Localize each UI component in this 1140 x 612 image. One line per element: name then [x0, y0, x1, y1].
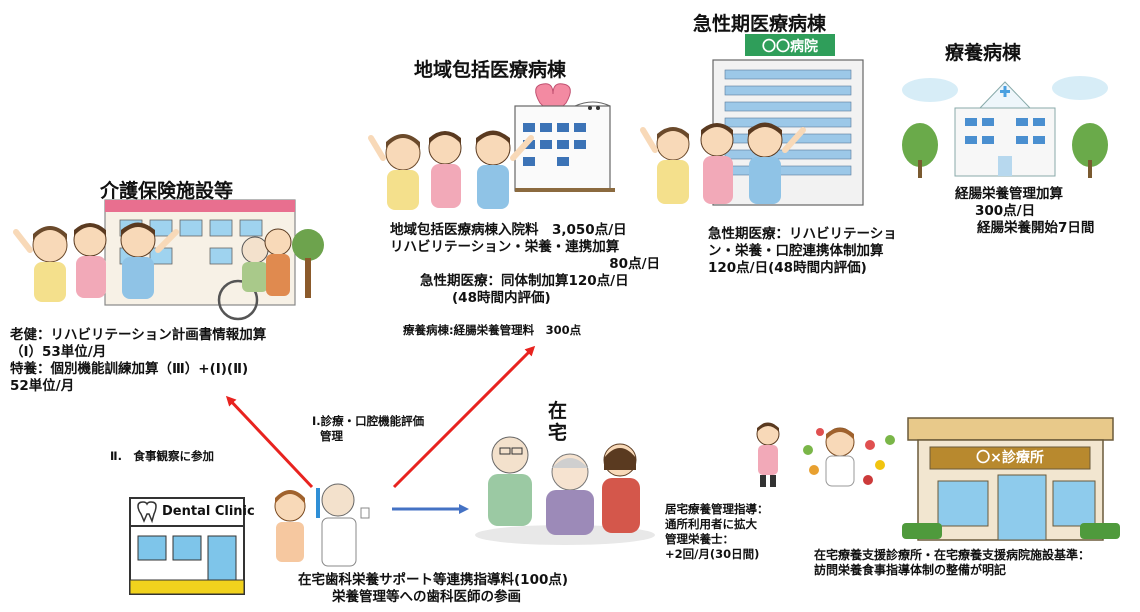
- kaigo-line-4: 52単位/月: [10, 378, 75, 394]
- arrow-to-kaigo: [225, 395, 314, 489]
- clinic-text: 在宅療養支援診療所・在宅療養支援病院施設基準： 訪問栄養食事指導体制の整備が明記: [814, 548, 1090, 578]
- kyotaku-line-1: 居宅療養管理指導：: [665, 502, 769, 516]
- chiiki-note: 療養病棟:経腸栄養管理料 300点: [403, 323, 582, 337]
- zaitaku-title: 在 宅: [548, 400, 567, 444]
- dental-staff-illustration: [258, 478, 378, 578]
- arrow-label-1: Ⅰ.診療・口腔機能評価 管理: [312, 414, 424, 444]
- kaigo-line-2: （Ⅰ）53単位/月: [10, 344, 107, 360]
- kyotaku-text: 居宅療養管理指導： 通所利用者に拡大 管理栄養士： +2回/月(30日間): [665, 502, 769, 562]
- kaigo-line-1: 老健：リハビリテーション計画書情報加算: [10, 327, 267, 343]
- dental-clinic-sign: Dental Clinic: [162, 504, 255, 519]
- chiiki-line-5: (48時間内評価): [452, 290, 551, 306]
- arrow-label-1-line-2: 管理: [320, 429, 343, 443]
- ryoyo-illustration: [890, 70, 1120, 180]
- zaitaku-title-line-1: 在: [548, 400, 568, 422]
- kaigo-illustration: [10, 190, 330, 325]
- kyusei-sign: 〇〇病院: [762, 39, 818, 55]
- clinic-line-2: 訪問栄養食事指導体制の整備が明記: [814, 563, 1007, 577]
- ryoyo-text: 経腸栄養管理加算 300点/日 経腸栄養開始7日間: [955, 186, 1094, 237]
- arrow-label-1-line-1: Ⅰ.診療・口腔機能評価: [312, 414, 425, 428]
- kyotaku-line-2: 通所利用者に拡大: [665, 517, 757, 531]
- kyotaku-line-3: 管理栄養士：: [665, 532, 734, 546]
- zaitaku-illustration: [470, 430, 660, 545]
- dental-clinic-illustration: [128, 496, 246, 596]
- ryoyo-line-3: 経腸栄養開始7日間: [977, 220, 1095, 236]
- ryoyo-line-2: 300点/日: [975, 203, 1036, 219]
- dietitian-illustration: [748, 420, 788, 490]
- arrow-to-chiiki: [392, 345, 536, 489]
- kaigo-title: 介護保険施設等: [100, 180, 234, 202]
- chiiki-line-1: 地域包括医療病棟入院料 3,050点/日: [390, 222, 627, 238]
- kaigo-line-3: 特養：個別機能訓練加算（Ⅲ）+(Ⅰ)(Ⅱ): [10, 361, 249, 377]
- chiiki-line-3: 80点/日: [609, 256, 660, 272]
- nutrition-illustration: [800, 420, 900, 490]
- kyusei-illustration: [635, 32, 875, 212]
- chiiki-text: 地域包括医療病棟入院料 3,050点/日 リハビリテーション・栄養・連携加算 8…: [390, 222, 670, 307]
- ryoyo-line-1: 経腸栄養管理加算: [955, 186, 1063, 202]
- zaitaku-title-line-2: 宅: [548, 422, 568, 444]
- dental-line-1: 在宅歯科栄養サポート等連携指導料(100点): [298, 572, 569, 588]
- clinic-illustration: [898, 413, 1123, 543]
- chiiki-title: 地域包括医療病棟: [414, 59, 567, 81]
- dental-text: 在宅歯科栄養サポート等連携指導料(100点) 栄養管理等への歯科医師の参画: [298, 572, 568, 606]
- chiiki-line-4: 急性期医療：同体制加算120点/日: [420, 273, 629, 289]
- kyusei-text: 急性期医療：リハビリテーショ ン・栄養・口腔連携体制加算 120点/日(48時間…: [708, 226, 897, 277]
- chiiki-illustration: [365, 78, 630, 218]
- tooth-icon: [137, 501, 157, 524]
- dental-line-2: 栄養管理等への歯科医師の参画: [332, 589, 521, 605]
- kyusei-line-2: ン・栄養・口腔連携体制加算: [708, 243, 884, 259]
- arrow-label-2: Ⅱ. 食事観察に参加: [110, 449, 214, 463]
- ryoyo-title: 療養病棟: [945, 42, 1022, 64]
- kaigo-text: 老健：リハビリテーション計画書情報加算 （Ⅰ）53単位/月 特養：個別機能訓練加…: [10, 327, 266, 395]
- kyusei-title: 急性期医療病棟: [693, 13, 827, 35]
- kyusei-line-1: 急性期医療：リハビリテーショ: [708, 226, 897, 242]
- clinic-sign: 〇×診療所: [976, 450, 1044, 466]
- chiiki-line-2: リハビリテーション・栄養・連携加算: [390, 239, 620, 255]
- clinic-line-1: 在宅療養支援診療所・在宅療養支援病院施設基準：: [814, 548, 1091, 562]
- kyotaku-line-4: +2回/月(30日間): [665, 547, 760, 561]
- kyusei-line-3: 120点/日(48時間内評価): [708, 260, 867, 276]
